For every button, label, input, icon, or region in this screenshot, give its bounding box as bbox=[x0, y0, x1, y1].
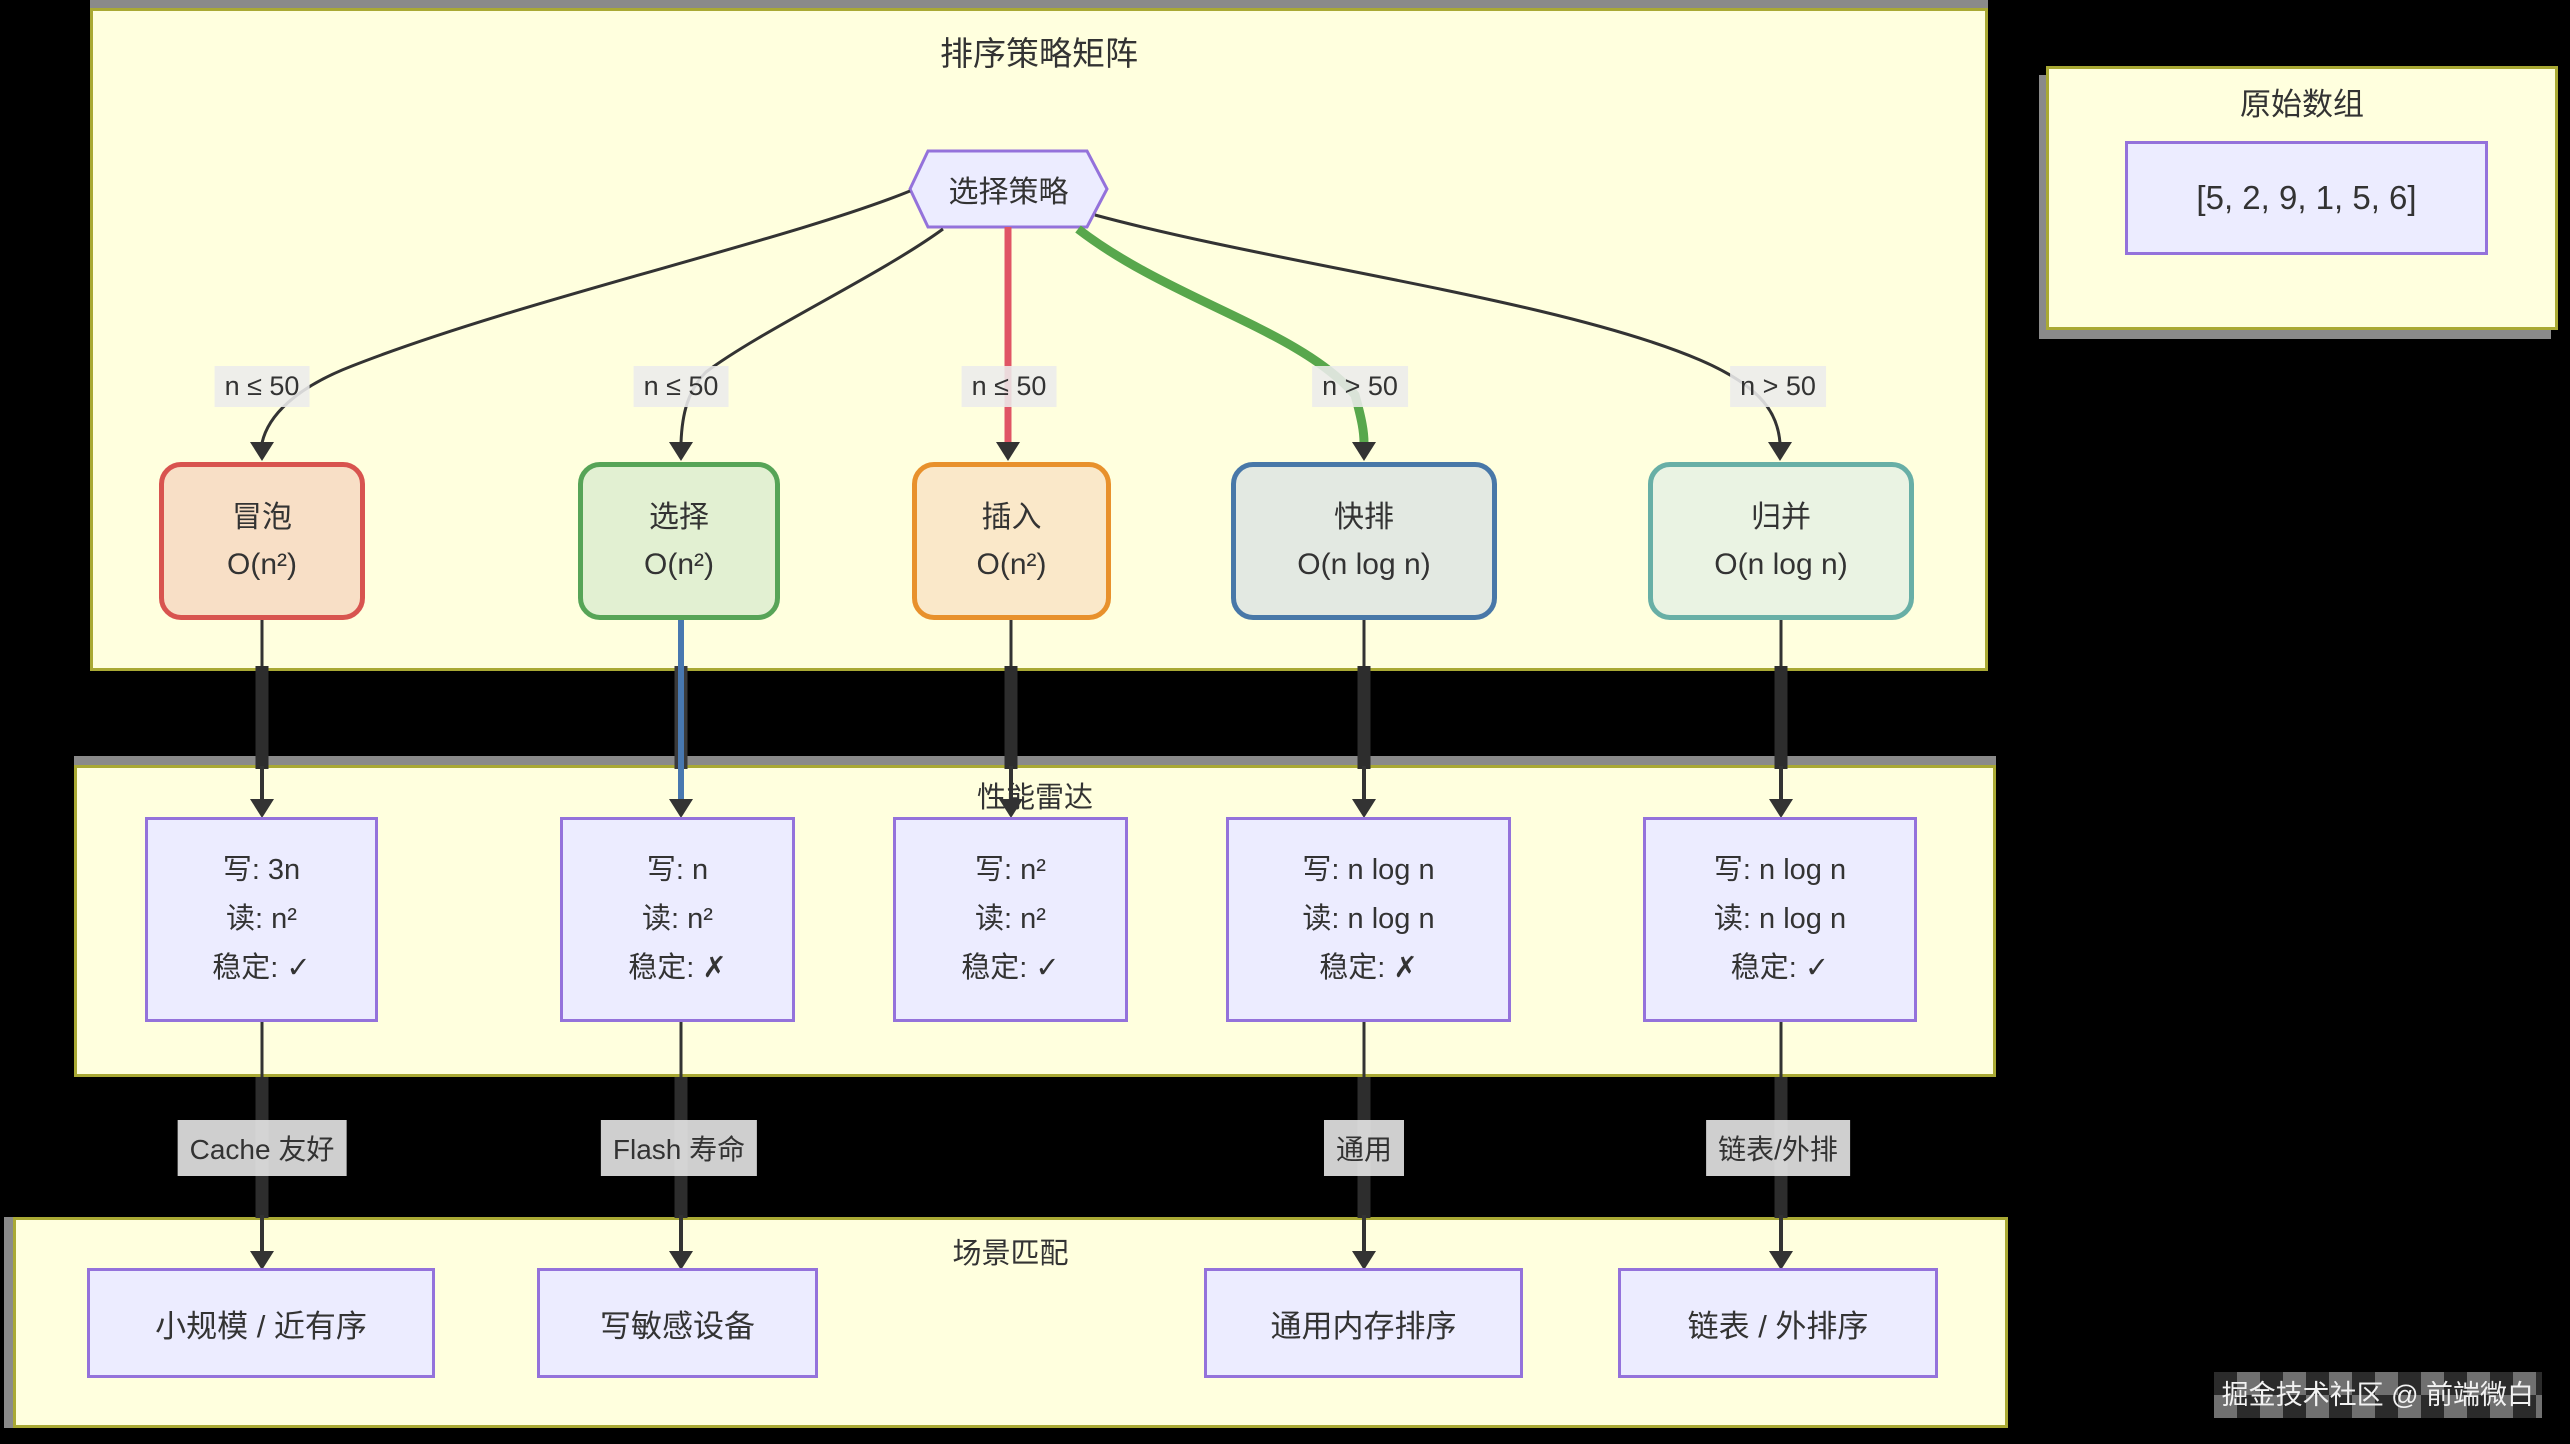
algo-complexity: O(n log n) bbox=[1714, 548, 1848, 581]
perf-write: 写: n log n bbox=[1713, 854, 1847, 886]
perf-write: 写: n² bbox=[975, 854, 1046, 886]
condition-label-insertion: n ≤ 50 bbox=[961, 366, 1057, 407]
root-hexagon-shape bbox=[908, 149, 1109, 229]
condition-label-quick: n > 50 bbox=[1312, 366, 1408, 407]
scenario-link-label-flash: Flash 寿命 bbox=[600, 1120, 758, 1176]
perf-card-selection: 写: n 读: n² 稳定: ✗ bbox=[560, 817, 795, 1022]
edge-root-to-quick-green bbox=[1075, 225, 1369, 444]
section-title-performance: 性能雷达 bbox=[976, 782, 1093, 814]
arrowhead-insertion bbox=[996, 442, 1020, 461]
scenario-link-label-linked: 链表/外排 bbox=[1706, 1120, 1850, 1176]
arrowhead-quick bbox=[1352, 442, 1376, 461]
perf-read: 读: n log n bbox=[1713, 903, 1847, 935]
scene-card-write-sensitive: 写敏感设备 bbox=[537, 1268, 818, 1378]
watermark: 掘金技术社区 @ 前端微白 bbox=[2213, 1372, 2542, 1418]
section-title-array: 原始数组 bbox=[2240, 87, 2364, 122]
algo-node-insertion: 插入 O(n²) bbox=[912, 462, 1111, 620]
condition-label-bubble: n ≤ 50 bbox=[214, 366, 310, 407]
arrowhead-selection bbox=[669, 442, 693, 461]
edge-root-to-bubble bbox=[260, 189, 911, 444]
perf-read: 读: n² bbox=[975, 903, 1046, 935]
scene-card-small-scale: 小规模 / 近有序 bbox=[87, 1268, 435, 1378]
algo-node-bubble: 冒泡 O(n²) bbox=[159, 462, 365, 620]
perf-write: 写: n log n bbox=[1302, 854, 1435, 886]
algo-complexity: O(n²) bbox=[227, 548, 297, 581]
algo-complexity: O(n²) bbox=[644, 548, 714, 581]
edge-root-to-selection bbox=[679, 227, 944, 444]
perf-card-bubble: 写: 3n 读: n² 稳定: ✓ bbox=[145, 817, 378, 1022]
original-array-value: [5, 2, 9, 1, 5, 6] bbox=[2125, 141, 2488, 255]
perf-read: 读: n² bbox=[642, 903, 713, 935]
condition-label-selection: n ≤ 50 bbox=[633, 366, 729, 407]
perf-read: 读: n log n bbox=[1302, 903, 1435, 935]
algo-name: 归并 bbox=[1751, 500, 1811, 534]
arrowhead-bubble bbox=[250, 442, 274, 461]
perf-card-merge: 写: n log n 读: n log n 稳定: ✓ bbox=[1643, 817, 1917, 1022]
algo-name: 冒泡 bbox=[232, 500, 292, 534]
algo-name: 选择 bbox=[649, 500, 709, 534]
perf-stable: 稳定: ✗ bbox=[628, 952, 727, 984]
algo-node-selection: 选择 O(n²) bbox=[578, 462, 780, 620]
perf-stable: 稳定: ✓ bbox=[961, 952, 1060, 984]
perf-card-quick: 写: n log n 读: n log n 稳定: ✗ bbox=[1226, 817, 1511, 1022]
section-title-strategy: 排序策略矩阵 bbox=[940, 35, 1138, 72]
arrowhead-merge bbox=[1768, 442, 1792, 461]
root-node-label: 选择策略 bbox=[948, 176, 1069, 209]
perf-write: 写: n bbox=[646, 854, 709, 886]
algo-node-merge: 归并 O(n log n) bbox=[1648, 462, 1914, 620]
scene-card-general-memory: 通用内存排序 bbox=[1204, 1268, 1523, 1378]
scene-card-linked-external: 链表 / 外排序 bbox=[1618, 1268, 1938, 1378]
algo-complexity: O(n log n) bbox=[1297, 548, 1431, 581]
algo-node-quick: 快排 O(n log n) bbox=[1231, 462, 1497, 620]
algo-name: 快排 bbox=[1334, 500, 1394, 534]
perf-card-insertion: 写: n² 读: n² 稳定: ✓ bbox=[893, 817, 1128, 1022]
perf-stable: 稳定: ✓ bbox=[1730, 952, 1830, 984]
condition-label-merge: n > 50 bbox=[1730, 366, 1826, 407]
perf-read: 读: n² bbox=[226, 903, 297, 935]
edge-root-to-merge bbox=[1094, 213, 1782, 444]
perf-stable: 稳定: ✓ bbox=[212, 952, 311, 984]
scenario-link-label-general: 通用 bbox=[1323, 1120, 1405, 1176]
algo-complexity: O(n²) bbox=[976, 548, 1047, 581]
perf-write: 写: 3n bbox=[222, 854, 301, 886]
perf-stable: 稳定: ✗ bbox=[1319, 952, 1418, 984]
root-node: 选择策略 bbox=[910, 151, 1107, 227]
algo-name: 插入 bbox=[981, 500, 1042, 534]
scenario-link-label-cache: Cache 友好 bbox=[177, 1120, 347, 1176]
section-title-scenario: 场景匹配 bbox=[952, 1238, 1069, 1270]
